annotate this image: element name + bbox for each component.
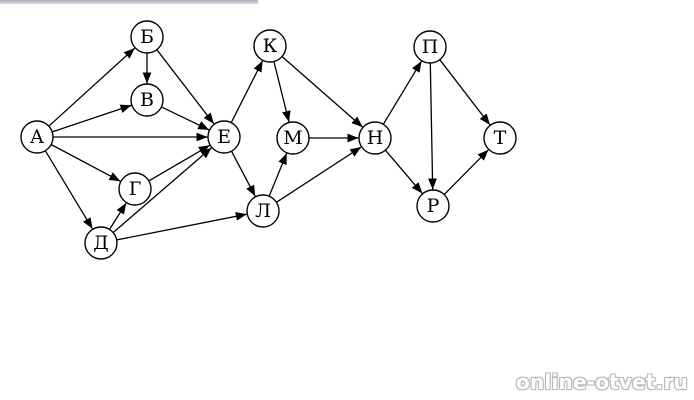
edge-k-m xyxy=(273,61,291,123)
edge-n-p xyxy=(382,60,423,125)
node-label: Д xyxy=(93,232,108,254)
edge-l-n xyxy=(276,146,362,203)
edge-d-l xyxy=(116,212,247,241)
node-v: В xyxy=(130,83,164,117)
node-label: Б xyxy=(140,26,154,48)
node-label: В xyxy=(140,89,154,111)
node-k: К xyxy=(253,29,287,63)
node-label: Л xyxy=(255,200,271,222)
node-label: А xyxy=(30,126,45,148)
node-t: Т xyxy=(483,121,517,155)
node-circle xyxy=(84,226,118,260)
edge-d-e xyxy=(112,147,212,234)
edge-l-m xyxy=(268,153,288,197)
top-strip xyxy=(0,0,258,4)
node-e: Е xyxy=(207,120,241,154)
node-circle xyxy=(130,83,164,117)
node-circle xyxy=(483,121,517,155)
edge-e-k xyxy=(230,60,264,123)
edge-r-t xyxy=(443,149,489,196)
node-circle xyxy=(253,29,287,63)
nodes-layer: А Б В Г Д Е К Л М Н П Р Т xyxy=(20,20,517,260)
node-circle xyxy=(130,20,164,54)
node-label: Т xyxy=(494,127,507,149)
node-circle xyxy=(246,194,280,228)
edge-b-e xyxy=(156,49,215,125)
edge-k-n xyxy=(281,56,364,128)
node-n: Н xyxy=(358,121,392,155)
node-label: Р xyxy=(427,195,440,217)
node-g: Г xyxy=(118,172,152,206)
edge-a-d xyxy=(44,150,94,230)
edge-g-e xyxy=(148,144,211,182)
node-p: П xyxy=(413,30,447,64)
edge-n-r xyxy=(384,149,423,194)
node-circle xyxy=(276,121,310,155)
node-label: Н xyxy=(367,127,384,149)
node-circle xyxy=(207,120,241,154)
node-m: М xyxy=(276,121,310,155)
node-circle xyxy=(358,121,392,155)
edge-v-e xyxy=(161,106,210,131)
edges-layer xyxy=(44,47,491,241)
edge-p-r xyxy=(428,62,437,190)
node-circle xyxy=(20,120,54,154)
node-label: К xyxy=(263,35,278,57)
node-r: Р xyxy=(416,189,450,223)
node-label: П xyxy=(422,36,439,58)
watermark: online-otvet.ru xyxy=(516,370,688,394)
node-l: Л xyxy=(246,194,280,228)
node-circle xyxy=(413,30,447,64)
edge-a-v xyxy=(51,104,132,133)
node-a: А xyxy=(20,120,54,154)
node-circle xyxy=(118,172,152,206)
node-label: Е xyxy=(217,126,231,148)
node-label: М xyxy=(283,127,302,149)
node-label: Г xyxy=(129,178,142,200)
node-b: Б xyxy=(130,20,164,54)
edge-a-b xyxy=(48,47,136,127)
edge-p-t xyxy=(439,59,491,126)
node-circle xyxy=(416,189,450,223)
edge-a-g xyxy=(50,143,121,182)
edge-d-g xyxy=(108,202,127,230)
node-d: Д xyxy=(84,226,118,260)
edge-e-l xyxy=(230,150,256,197)
